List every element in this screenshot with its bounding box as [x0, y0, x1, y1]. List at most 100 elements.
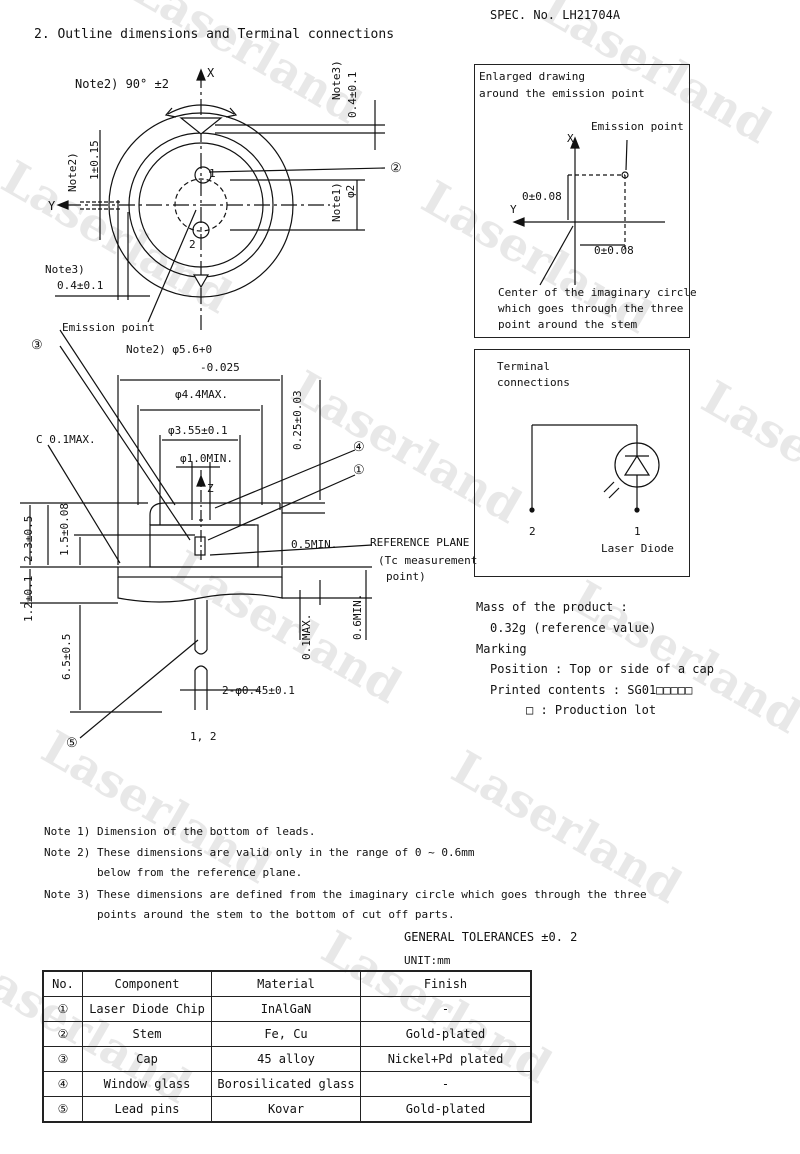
enlarged-drawing	[512, 136, 665, 286]
terminal-pin1: 1	[634, 525, 641, 538]
enlarged-title-1: Enlarged drawing	[479, 70, 585, 83]
note-line: Note 3) These dimensions are defined fro…	[44, 888, 647, 901]
cell-finish: -	[360, 1071, 532, 1097]
printed-contents: Printed contents : SG01□□□□□	[490, 683, 693, 697]
cell-no: ③	[42, 1046, 83, 1072]
emission-point-label: Emission point	[62, 321, 155, 334]
dim-12-label: 1.2±0.1	[22, 575, 35, 622]
note3-top-value: 0.4±0.1	[346, 71, 359, 118]
tc-point-label-2: point)	[386, 570, 426, 583]
cell-component: Lead pins	[82, 1096, 212, 1123]
reference-plane-label: REFERENCE PLANE	[370, 536, 470, 549]
cell-material: Kovar	[211, 1096, 361, 1123]
mass-label: Mass of the product :	[476, 600, 628, 614]
note2-side-label: Note2)	[66, 152, 79, 192]
cell-finish: Nickel+Pd plated	[360, 1046, 532, 1072]
cell-no: ⑤	[42, 1096, 83, 1123]
enlarged-axis-x: X	[567, 132, 574, 145]
dim-15-label: 1.5±0.08	[58, 503, 71, 556]
enlarged-drawing-box	[474, 64, 690, 338]
marking-position: Position : Top or side of a cap	[490, 662, 714, 676]
table-header-row: No. Component Material Finish	[42, 970, 532, 997]
dim-65-label: 6.5±0.5	[60, 633, 73, 680]
terminal-title-2: connections	[497, 376, 570, 389]
note3-top-label: Note3)	[330, 60, 343, 100]
pin2-label: 2	[189, 238, 196, 251]
dia-355-label: φ3.55±0.1	[168, 424, 228, 437]
cell-finish: Gold-plated	[360, 1021, 532, 1047]
note1-value: φ2	[344, 184, 357, 198]
dia-44-label: φ4.4MAX.	[175, 388, 228, 401]
cell-component: Stem	[82, 1021, 212, 1047]
callout-4: ④	[353, 440, 365, 455]
note3-bottom-label: Note3)	[45, 263, 85, 276]
enlarged-emission-point: Emission point	[591, 120, 684, 133]
header-material: Material	[211, 970, 361, 997]
general-tolerances: GENERAL TOLERANCES ±0. 2	[404, 930, 578, 944]
cap-diameter: Note2) φ5.6+0	[126, 343, 213, 356]
note2-side-value: 1±0.15	[88, 140, 101, 180]
dia-10-label: φ1.0MIN.	[180, 452, 233, 465]
enlarged-desc-1: Center of the imaginary circle	[498, 286, 697, 299]
dim-025-label: 0.25±0.03	[291, 390, 304, 450]
mass-value: 0.32g (reference value)	[490, 621, 657, 635]
callout-3: ③	[31, 338, 43, 353]
enlarged-title-2: around the emission point	[479, 87, 645, 100]
axis-y-label: Y	[48, 199, 56, 213]
chamfer-label: C 0.1MAX.	[36, 433, 96, 446]
angle-note: Note2) 90° ±2	[75, 77, 169, 91]
tc-point-label-1: (Tc measurement	[378, 554, 478, 567]
table-row: ④ Window glass Borosilicated glass -	[42, 1071, 532, 1097]
cell-no: ①	[42, 996, 83, 1022]
cell-material: InAlGaN	[211, 996, 361, 1022]
note-line: points around the stem to the bottom of …	[44, 908, 455, 921]
table-row: ② Stem Fe, Cu Gold-plated	[42, 1021, 532, 1047]
spec-number: SPEC. No. LH21704A	[490, 8, 621, 22]
note-line: below from the reference plane.	[44, 866, 303, 879]
unit-label: UNIT:mm	[404, 954, 451, 967]
parts-table: No. Component Material Finish ① Laser Di…	[42, 970, 532, 1123]
note3-bottom-value: 0.4±0.1	[57, 279, 104, 292]
cell-material: 45 alloy	[211, 1046, 361, 1072]
cell-component: Laser Diode Chip	[82, 996, 212, 1022]
section-title: 2. Outline dimensions and Terminal conne…	[34, 27, 395, 42]
note1-label: Note1)	[330, 182, 343, 222]
terminal-schematic	[529, 424, 660, 513]
enlarged-desc-2: which goes through the three	[498, 302, 684, 315]
side-view-drawing	[20, 329, 373, 739]
cap-diameter-tolerance: -0.025	[200, 361, 240, 374]
axis-x-label: X	[207, 66, 215, 80]
enlarged-dim-x: 0±0.08	[594, 244, 634, 257]
table-row: ③ Cap 45 alloy Nickel+Pd plated	[42, 1046, 532, 1072]
laser-diode-label: Laser Diode	[601, 542, 674, 555]
axis-z-label: Z	[207, 482, 214, 495]
cell-component: Window glass	[82, 1071, 212, 1097]
cell-material: Fe, Cu	[211, 1021, 361, 1047]
terminal-connections-box	[474, 349, 690, 577]
header-no: No.	[42, 970, 83, 997]
cell-no: ②	[42, 1021, 83, 1047]
cell-finish: Gold-plated	[360, 1096, 532, 1123]
leads-label: 1, 2	[190, 730, 217, 743]
cell-no: ④	[42, 1071, 83, 1097]
top-view-drawing	[55, 68, 386, 330]
enlarged-dim-y: 0±0.08	[522, 190, 562, 203]
callout-1: ①	[353, 463, 365, 478]
header-component: Component	[82, 970, 212, 997]
dim-23-label: 2.3±0.5	[22, 515, 35, 562]
callout-5: ⑤	[66, 736, 78, 751]
pin1-label: 1	[209, 167, 216, 180]
production-lot: □ : Production lot	[526, 703, 657, 717]
cell-component: Cap	[82, 1046, 212, 1072]
enlarged-axis-y: Y	[510, 203, 517, 216]
note-line: Note 1) Dimension of the bottom of leads…	[44, 825, 316, 838]
terminal-pin2: 2	[529, 525, 536, 538]
marking-label: Marking	[476, 642, 527, 656]
table-row: ⑤ Lead pins Kovar Gold-plated	[42, 1096, 532, 1123]
dim-01-label: 0.1MAX.	[300, 613, 313, 660]
lead-diameter-label: 2-φ0.45±0.1	[222, 684, 295, 697]
callout-2: ②	[390, 161, 402, 176]
terminal-title-1: Terminal	[497, 360, 550, 373]
cell-material: Borosilicated glass	[211, 1071, 361, 1097]
